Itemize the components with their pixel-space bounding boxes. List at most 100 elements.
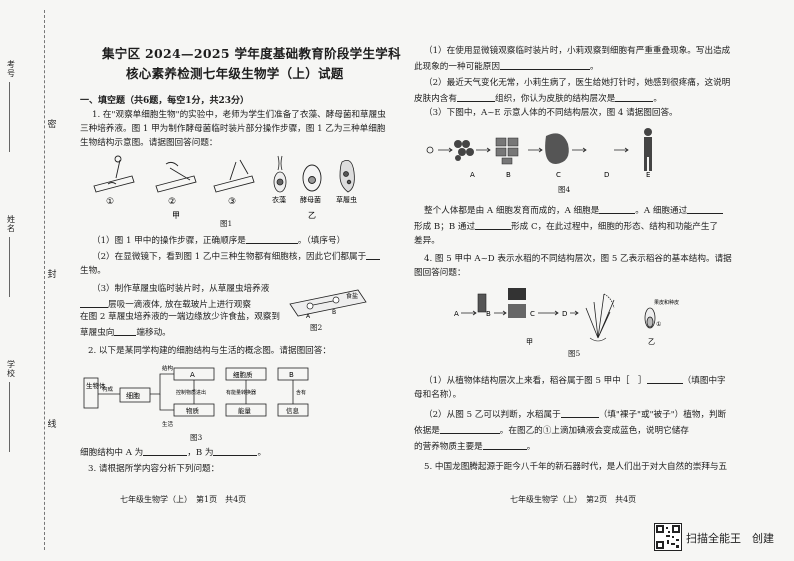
contains-label: 含有	[296, 389, 306, 396]
organism-label: 酵母菌	[300, 195, 321, 204]
fig1-caption: 图1	[220, 219, 233, 228]
q2-text: 2. 以下是某同学构建的细胞结构与生活的概念图。请据图回答：	[88, 346, 331, 356]
point-b-label: B	[332, 309, 336, 316]
info-label: 信息	[286, 406, 300, 415]
chlamydomonas-drawing	[273, 155, 287, 193]
section-fill-blank: 一、填空题（共6题，每空1分，共23分）	[80, 96, 250, 106]
q3-text: 3. 请根据所学内容分析下列问题：	[88, 464, 220, 474]
organism-box	[83, 377, 99, 409]
peel-label: 果皮和种皮	[654, 299, 679, 306]
rice-tissue-drawing	[508, 288, 526, 318]
fig3-caption: 图3	[190, 433, 203, 442]
ctrl-label: 控制物质进出	[176, 389, 206, 396]
q5-text: 5. 中国龙图腾起源于距今八千年的新石器时代，是人们出于对大自然的崇拜与五	[424, 462, 728, 472]
q1-3-text: 草履虫向端移动。	[80, 326, 171, 338]
title-line1: 集宁区 2024—2025 学年度基础教育阶段学生学科	[102, 46, 401, 61]
q1-text: 三种培养液。图 1 甲为制作酵母菌临时装片部分操作步骤，图 1 乙为三种单细胞	[80, 124, 386, 134]
school-label: 学校	[7, 360, 15, 378]
q1-1-text: （1）图 1 甲中的操作步骤，正确顺序是。（填序号）	[92, 234, 346, 246]
answer-blank[interactable]	[646, 374, 683, 384]
fig4-caption: 图4	[558, 185, 571, 194]
exam-no-label: 考号	[7, 60, 15, 78]
r4-text: 形成 B；B 通过形成 C，在此过程中，细胞的形态、结构和功能产生了	[414, 220, 719, 232]
figure-2: 食盐 A B	[289, 289, 367, 320]
school-line	[9, 382, 10, 452]
fig5-a-label: A	[454, 310, 459, 318]
arrow	[438, 147, 453, 153]
stage-label: A	[470, 171, 475, 179]
answer-blank[interactable]	[599, 204, 636, 214]
energy-converter-label: 有能量转换器	[226, 389, 256, 396]
seal-char: 线	[47, 420, 57, 430]
human-e-drawing	[644, 128, 652, 171]
step-label: ①	[106, 197, 114, 207]
q2-answer-line: 细胞结构中 A 为，B 为。	[80, 446, 267, 458]
q4-1-text: （1）从植物体结构层次上来看，稻谷属于图 5 甲中［ ］（填图中字	[424, 374, 726, 386]
binding-margin: 密 封 线 考号 姓名 学校	[0, 0, 58, 561]
answer-blank[interactable]	[482, 440, 527, 450]
r2-text: 皮肤内含有组织，你认为皮肤的结构层次是。	[414, 92, 662, 104]
answer-blank[interactable]	[245, 234, 298, 244]
name-label: 姓名	[7, 215, 15, 233]
answer-blank[interactable]	[439, 424, 500, 434]
answer-blank[interactable]	[499, 60, 590, 70]
glass-slide	[289, 289, 367, 317]
organism-label: 衣藻	[272, 195, 286, 204]
arrow	[476, 147, 491, 153]
r4-text: 整个人体都是由 A 细胞发育而成的，A 细胞是。A 细胞通过	[424, 204, 724, 217]
box-b-label: B	[289, 371, 294, 379]
organ-d-drawing	[545, 133, 569, 164]
q1-text: 1. 在"观察单细胞生物"的实验中，老师为学生们准备了衣藻、酵母菌和草履虫	[92, 110, 386, 120]
q4-1-text: 母和名称）。	[414, 390, 462, 400]
tissue-c-drawing	[495, 137, 519, 165]
rice-plant-drawing	[585, 293, 615, 342]
answer-blank[interactable]	[475, 220, 512, 230]
culture-drop	[332, 296, 340, 304]
fig5-yi-label: 乙	[648, 338, 655, 346]
arrow	[572, 147, 587, 153]
shenghuo-label: 生活	[162, 420, 174, 428]
answer-blank[interactable]	[615, 92, 654, 102]
seal-char: 封	[47, 270, 57, 280]
stage-label: D	[604, 171, 609, 179]
answer-blank[interactable]	[143, 446, 188, 456]
cytoplasm-label: 细胞质	[233, 370, 253, 379]
answer-blank[interactable]	[560, 408, 599, 418]
r4-text: 差异。	[414, 236, 440, 246]
figure-4: A B C D E	[426, 128, 652, 179]
answer-blank[interactable]	[687, 204, 724, 214]
r2-text: （2）最近天气变化无常，小莉生病了，医生给她打针时，她感到很疼痛，这说明	[424, 78, 731, 88]
answer-blank[interactable]	[456, 92, 495, 102]
answer-blank[interactable]	[114, 326, 137, 336]
answer-blank[interactable]	[366, 250, 381, 260]
title-line2: 核心素养检测七年级生物学（上）试题	[126, 66, 344, 81]
left-footer: 七年级生物学（上） 第1页 共4页	[120, 495, 247, 504]
organism-label: 草履虫	[336, 195, 357, 204]
answer-blank[interactable]	[213, 446, 258, 456]
rice-cell-drawing	[477, 293, 487, 313]
jiegou-label: 结构	[162, 364, 174, 372]
name-line	[9, 237, 10, 297]
stage-label: B	[506, 171, 511, 179]
arrow	[494, 310, 507, 316]
q1-3-text: 层吸一滴液体, 放在载玻片上进行观察	[80, 298, 251, 311]
right-footer: 七年级生物学（上） 第2页 共4页	[510, 495, 637, 504]
rice-grain-drawing	[644, 307, 656, 329]
fig1-jia-label: 甲	[172, 211, 180, 220]
q4-2-text: 依据是。在图乙的①上滴加碘液会变成蓝色，说明它储存	[414, 424, 689, 436]
stage-label: E	[646, 171, 650, 179]
figure-1: ① ② ③ 甲 衣藻 酵母菌 草履虫 乙	[93, 155, 357, 220]
step-3-drawing	[213, 159, 255, 193]
exam-no-line	[9, 82, 10, 152]
arrow	[538, 310, 559, 316]
fig2-caption: 图2	[310, 323, 323, 332]
qr-code-icon	[654, 523, 682, 551]
answer-blank[interactable]	[80, 298, 108, 308]
step-label: ③	[228, 197, 236, 207]
fig5-caption: 图5	[568, 349, 581, 358]
figure-3-concept-map: 生物体 构成 细胞 结构 生活 A 细胞质 B 控制物质进出 有能量转换器 含有…	[83, 364, 309, 428]
q1-2-text: （2）在显微镜下，看到图 1 乙中三种生物都有细胞核，因此它们都属于	[92, 250, 381, 263]
energy-label: 能量	[238, 406, 252, 415]
gouzao-label: 构成	[102, 385, 114, 393]
q1-3-text: （3）制作草履虫临时装片时，从草履虫培养液	[92, 284, 270, 294]
